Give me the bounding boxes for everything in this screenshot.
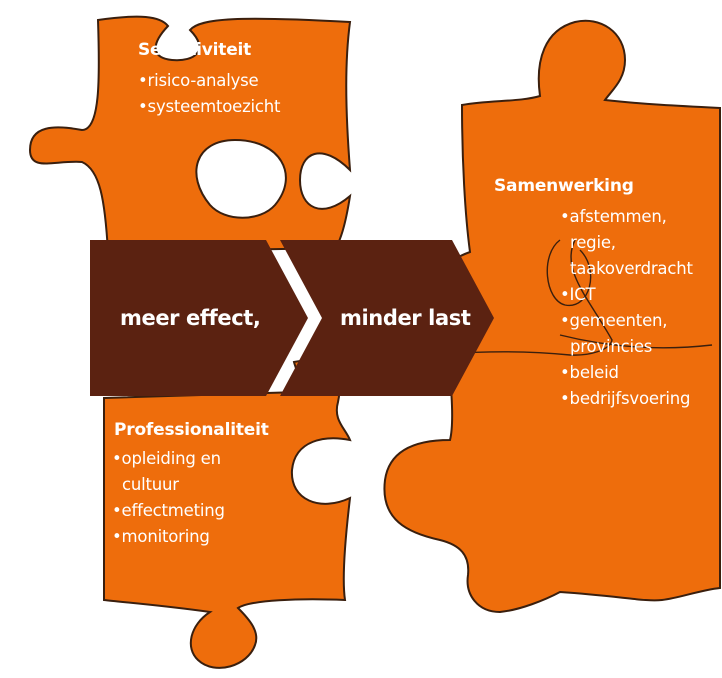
puzzle-piece-selectiviteit (28, 15, 352, 254)
selectiviteit-list: •risico-analyse •systeemtoezicht (138, 68, 281, 120)
piece-title-professionaliteit: Professionaliteit (114, 420, 269, 440)
list-item: •monitoring (112, 527, 210, 546)
list-item: taakoverdracht (570, 259, 693, 278)
chevron-arrow-left (90, 240, 308, 396)
piece-title-samenwerking: Samenwerking (494, 176, 634, 196)
puzzle-piece-professionaliteit (103, 359, 352, 669)
list-item: •afstemmen, (560, 207, 667, 226)
list-item: •risico-analyse (138, 71, 259, 90)
samenwerking-list: •afstemmen, regie, taakoverdracht •ICT •… (560, 204, 693, 412)
list-item: regie, (570, 233, 616, 252)
list-item: •bedrijfsvoering (560, 389, 691, 408)
professionaliteit-list: •opleiding en cultuur •effectmeting •mon… (112, 446, 225, 550)
piece-title-selectiviteit: Selectiviteit (138, 40, 252, 60)
puzzle-seam (546, 239, 592, 306)
list-item: •effectmeting (112, 501, 225, 520)
puzzle-seam (446, 239, 713, 356)
list-item: •ICT (560, 285, 596, 304)
list-item: cultuur (122, 475, 179, 494)
list-item: •gemeenten, (560, 311, 668, 330)
list-item: •beleid (560, 363, 619, 382)
list-item: •systeemtoezicht (138, 97, 281, 116)
arrow-label-left: meer effect, (120, 306, 261, 330)
chevron-arrow-right (280, 240, 494, 396)
arrow-label-right: minder last (340, 306, 471, 330)
list-item: •opleiding en (112, 449, 221, 468)
list-item: provincies (570, 337, 653, 356)
